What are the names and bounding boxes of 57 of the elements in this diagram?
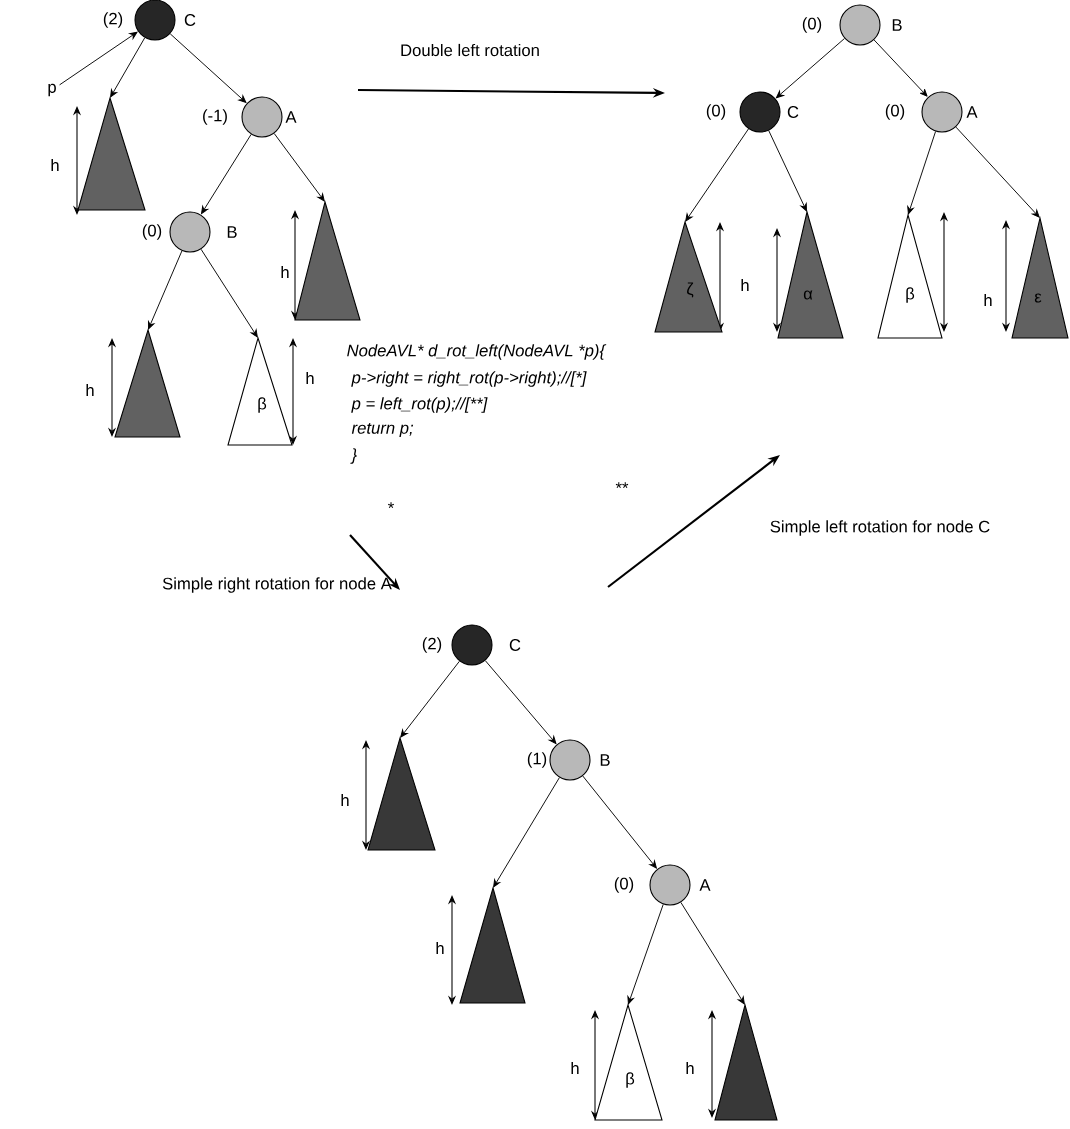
balance-factor: (0) [142, 224, 162, 240]
balance-factor: (0) [885, 104, 905, 120]
balance-factor: (0) [706, 104, 726, 120]
balance-factor: (2) [103, 12, 123, 28]
balance-factor: (0) [802, 17, 822, 33]
height-label: h [341, 793, 349, 807]
height-label: h [984, 293, 992, 307]
balance-factor: (-1) [203, 109, 227, 125]
arrow [582, 775, 657, 869]
arrow [873, 39, 928, 97]
node-label: β [626, 1072, 635, 1088]
node-letter: B [227, 226, 237, 238]
arrow [768, 130, 807, 212]
code-line: } [350, 448, 357, 464]
code-line: p = left_rot(p);//[**] [351, 397, 488, 413]
node-letter: A [699, 879, 711, 891]
height-label: h [51, 158, 59, 172]
node-letter: C [787, 106, 799, 118]
arrow [627, 903, 664, 1005]
height-label: h [686, 1061, 694, 1075]
height-label: h [571, 1061, 579, 1075]
pointer-label: p [48, 83, 56, 97]
balance-factor: (1) [527, 752, 547, 768]
step-mark: * [388, 502, 394, 509]
arrow [148, 250, 183, 330]
arrow [201, 133, 252, 215]
arrow [493, 777, 560, 888]
height-label: h [86, 383, 94, 397]
step-mark: ** [615, 482, 629, 489]
code-line: NodeAVL* d_rot_left(NodeAVL *p){ [347, 344, 607, 360]
arrow [200, 248, 258, 338]
node-letter: B [892, 19, 902, 31]
arrow [955, 126, 1040, 218]
code-line: return p; [351, 422, 414, 438]
balance-factor: (2) [422, 637, 442, 653]
node-letter: C [184, 14, 196, 26]
arrow [907, 131, 937, 215]
balance-factor: (0) [614, 877, 634, 893]
height-label: h [436, 941, 444, 955]
arrow [680, 901, 745, 1005]
arrow [169, 33, 247, 103]
node-letter: C [509, 639, 521, 651]
arrow [110, 37, 146, 98]
node-letter: A [285, 111, 297, 123]
arrow [273, 133, 325, 202]
arrow-label: Simple left rotation for node C [770, 520, 990, 536]
code-line: p->right = right_rot(p->right);//[*] [351, 371, 587, 387]
arrow [484, 660, 557, 744]
arrow [775, 38, 845, 99]
node-letter: B [600, 754, 610, 766]
arrow [400, 660, 460, 738]
node-letter: A [966, 106, 978, 118]
arrow-label: Double left rotation [401, 43, 539, 57]
arrow [59, 31, 138, 86]
arrow-label: Simple right rotation for node A [162, 577, 392, 593]
arrow [685, 128, 749, 222]
height-label: h [741, 278, 749, 292]
